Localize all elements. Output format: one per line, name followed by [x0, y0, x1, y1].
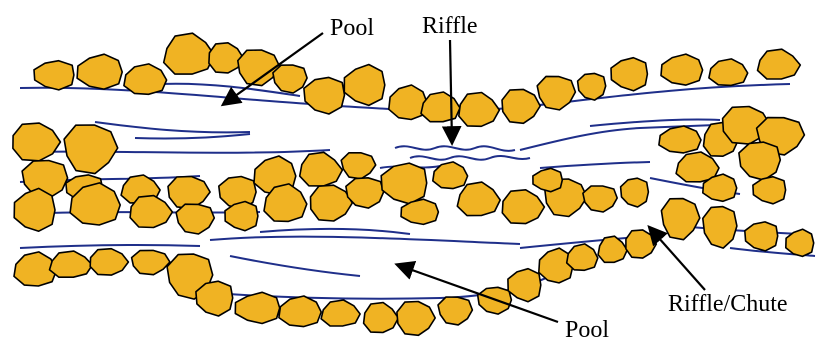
- pool-label-bottom: Pool: [565, 318, 609, 342]
- rock: [77, 54, 122, 89]
- rock: [344, 65, 385, 106]
- rock: [758, 49, 801, 79]
- rock: [90, 249, 128, 275]
- rock: [502, 190, 544, 224]
- rock: [209, 43, 243, 73]
- rock: [279, 296, 321, 327]
- pool-label-top: Pool: [330, 16, 374, 40]
- rock: [703, 207, 737, 249]
- rock: [235, 292, 279, 323]
- water-line: [395, 146, 515, 151]
- rock: [124, 64, 167, 94]
- rock: [132, 250, 170, 274]
- rock: [196, 281, 233, 316]
- rock: [13, 123, 61, 161]
- rock: [459, 93, 500, 127]
- rock: [304, 77, 345, 114]
- rock: [745, 222, 778, 251]
- rock: [739, 142, 780, 180]
- rock: [381, 163, 427, 204]
- rock: [34, 61, 74, 90]
- water-line: [260, 229, 410, 234]
- rock: [659, 126, 701, 153]
- water-line: [95, 122, 250, 132]
- rock: [578, 73, 606, 100]
- rock: [583, 186, 617, 212]
- riffle-chute-label: Riffle/Chute: [668, 292, 788, 316]
- rock: [598, 236, 627, 262]
- water-line: [230, 256, 360, 276]
- rock: [397, 302, 435, 336]
- rock: [176, 204, 214, 234]
- rock: [478, 287, 512, 314]
- rock: [457, 182, 500, 216]
- rock: [626, 230, 656, 258]
- riffle-arrow: [450, 40, 452, 142]
- rock: [300, 152, 343, 186]
- rock: [50, 251, 93, 277]
- rock: [502, 89, 540, 123]
- water-line: [680, 226, 800, 234]
- rock: [533, 168, 562, 191]
- rock: [14, 188, 55, 231]
- rock: [273, 65, 307, 93]
- rock: [661, 199, 699, 240]
- rock: [341, 153, 376, 179]
- rock: [567, 244, 598, 270]
- rock: [621, 178, 649, 207]
- rock: [661, 54, 703, 85]
- water-line: [135, 134, 250, 139]
- rock: [508, 269, 541, 302]
- rock: [753, 177, 786, 204]
- rock: [164, 33, 215, 74]
- water-line: [410, 156, 530, 160]
- rock: [709, 59, 748, 86]
- rock: [438, 297, 472, 325]
- rock: [321, 300, 360, 326]
- water-line: [210, 237, 520, 244]
- rocks: [13, 33, 814, 335]
- rock: [364, 303, 399, 333]
- water-line: [20, 245, 200, 248]
- riffle-label: Riffle: [422, 14, 478, 38]
- rock: [611, 58, 647, 91]
- rock: [130, 196, 172, 228]
- rock: [421, 92, 460, 122]
- rock: [64, 125, 118, 174]
- water-line: [540, 162, 650, 168]
